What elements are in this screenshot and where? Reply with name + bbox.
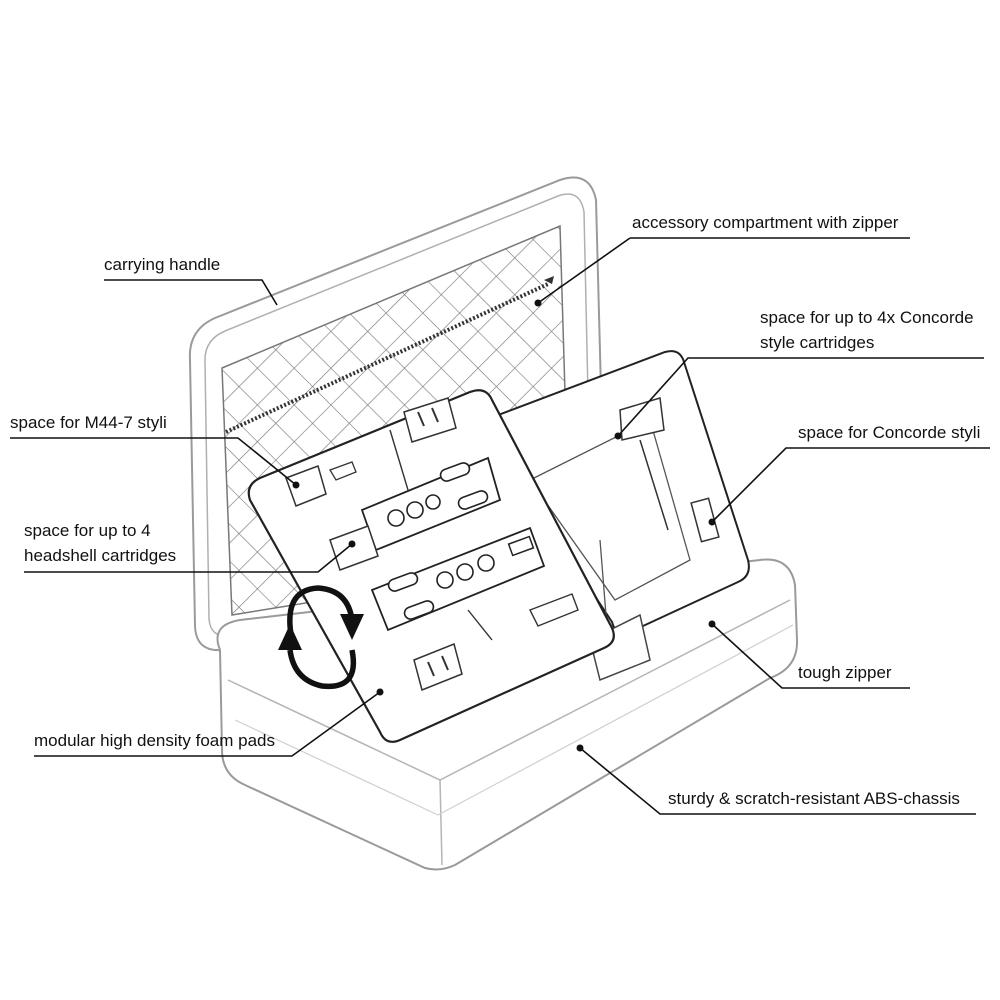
leader-carrying-handle: [104, 279, 278, 306]
label-concorde-cartridges-line1: space for up to 4x Concorde: [760, 308, 974, 327]
rotate-arrows-icon: [278, 585, 364, 690]
pocket-zipper: [225, 282, 549, 434]
label-headshell-line1: space for up to 4: [24, 521, 151, 540]
label-concorde-styli: space for Concorde styli: [798, 423, 981, 442]
leader-foam-pads: [34, 691, 381, 757]
label-m44-styli: space for M44-7 styli: [10, 413, 167, 432]
label-carrying-handle: carrying handle: [104, 255, 221, 274]
label-abs-chassis: sturdy & scratch-resistant ABS-chassis: [668, 789, 960, 808]
leader-m44-styli: [10, 437, 297, 486]
label-concorde-cartridges-line2: style cartridges: [760, 333, 875, 352]
leader-accessory-compartment: [537, 237, 910, 304]
label-tough-zipper: tough zipper: [798, 663, 892, 682]
leader-abs-chassis: [579, 747, 976, 815]
label-accessory-compartment: accessory compartment with zipper: [632, 213, 899, 232]
leader-concorde-cartridges: [617, 357, 984, 437]
concorde-foam-pad: [483, 350, 750, 682]
label-headshell-line2: headshell cartridges: [24, 546, 177, 565]
headshell-foam-pad: [247, 389, 615, 743]
leader-headshell: [24, 543, 353, 573]
leader-concorde-styli: [711, 447, 990, 523]
leader-tough-zipper: [711, 623, 910, 689]
label-foam-pads: modular high density foam pads: [34, 731, 275, 750]
leader-lines: [10, 237, 990, 815]
